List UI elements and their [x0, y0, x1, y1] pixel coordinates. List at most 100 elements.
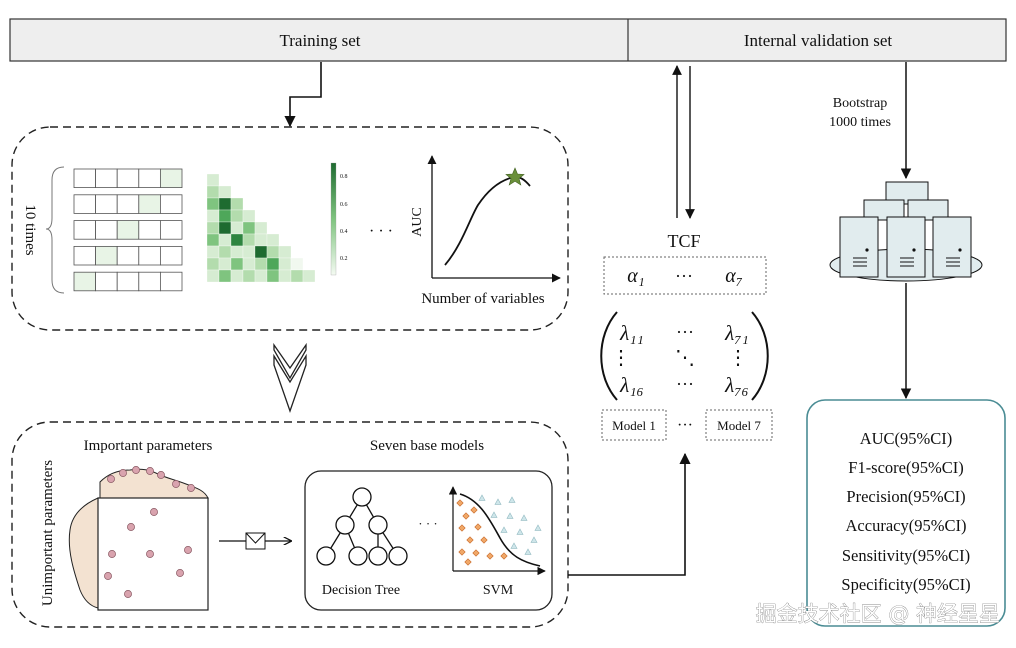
svm-point-class-a — [464, 558, 472, 566]
ellipsis: · · · — [418, 516, 438, 531]
heatmap-cell — [206, 173, 220, 187]
heatmap-cell — [242, 233, 256, 247]
metric-sensitivity: Sensitivity(95%CI) — [842, 546, 970, 565]
svm-point-class-a — [474, 523, 482, 531]
svm-point-class-a — [472, 549, 480, 557]
server-led — [865, 248, 869, 252]
heatmap-cell — [218, 221, 232, 235]
metric-auc: AUC(95%CI) — [860, 429, 953, 448]
auc-curve-plot: AUC Number of variables — [410, 155, 561, 307]
decision-tree-icon — [316, 487, 408, 566]
fold-cell — [116, 271, 140, 292]
alpha-first: α₁ — [627, 265, 644, 287]
heatmap-cell — [206, 209, 220, 223]
server-led — [958, 248, 962, 252]
feature-selection-panel: 10 times 0.8 0.6 0.4 0.2 · · · AUC Numbe… — [11, 126, 569, 331]
bootstrap-line2: 1000 times — [829, 115, 891, 130]
svm-point-class-b — [524, 548, 532, 555]
heatmap-cell — [242, 221, 256, 235]
lambda-71: λ₇₁ — [724, 321, 749, 345]
hollow-down-arrow — [273, 342, 307, 413]
parameter-dots — [104, 466, 195, 598]
heatmap-cell — [230, 233, 244, 247]
heatmap-cell — [206, 269, 220, 283]
fold-cell — [95, 245, 118, 266]
svm-point-class-a — [500, 552, 508, 560]
heatmap-cell — [230, 209, 244, 223]
parameter-dot — [124, 590, 132, 598]
matrix-dots: ⋱ — [675, 347, 695, 369]
heatmap-cell — [266, 257, 280, 271]
important-params-label: Important parameters — [84, 438, 213, 454]
top-density — [99, 468, 209, 499]
svm-point-class-b — [500, 526, 508, 533]
fold-cell — [116, 194, 140, 214]
svm-point-class-b — [494, 498, 502, 505]
server-icon — [932, 216, 972, 278]
server-cluster-icon — [829, 181, 983, 282]
svm-boundary — [459, 493, 541, 567]
correlation-heatmap — [206, 173, 316, 283]
decision-tree-label: Decision Tree — [322, 583, 400, 598]
heatmap-cell — [242, 269, 256, 283]
bootstrap-column: Bootstrap 1000 times — [824, 62, 983, 400]
alpha-box — [603, 256, 767, 295]
heatmap-cell — [218, 185, 232, 199]
fold-cell — [159, 168, 183, 189]
fold-cell — [138, 220, 161, 240]
model-ellipsis: ··· — [677, 417, 693, 434]
heatmap-cell — [254, 257, 268, 271]
metrics-box: AUC(95%CI) F1-score(95%CI) Precision(95%… — [806, 399, 1006, 627]
heatmap-cell — [230, 257, 244, 271]
fold-cell — [95, 220, 118, 240]
matrix-dots: ··· — [676, 374, 694, 394]
server-icon — [839, 216, 879, 278]
heatmap-cell — [218, 245, 232, 259]
matrix-dots: ⋮ — [728, 347, 748, 369]
fold-cell — [159, 194, 183, 214]
arrow-training-to-panel — [284, 62, 322, 128]
fold-cell — [73, 220, 97, 240]
fold-cell — [159, 271, 183, 292]
svm-point-class-a — [456, 499, 464, 507]
parameter-dot — [187, 484, 195, 492]
heatmap-cell — [218, 197, 232, 211]
cv-fold-grid — [73, 168, 183, 292]
model-7-box — [705, 409, 773, 441]
heatmap-cell — [242, 209, 256, 223]
svm-point-class-b — [478, 494, 486, 501]
validation-set-label: Internal validation set — [744, 31, 893, 50]
fold-cell — [138, 168, 161, 189]
tcf-block: TCF α₁ ··· α₇ λ₁₁ ··· λ₇₁ ⋮ ⋱ ⋮ λ₁₆ ··· … — [600, 231, 773, 441]
heatmap-cell — [242, 257, 256, 271]
heatmap-cell — [254, 221, 268, 235]
tcf-label: TCF — [667, 231, 700, 251]
parameter-dot — [146, 550, 154, 558]
header-bar: Training set Internal validation set — [9, 18, 1007, 62]
heatmap-cell — [230, 245, 244, 259]
repeat-brace — [45, 166, 65, 294]
parameter-dot — [104, 572, 112, 580]
svm-point-class-a — [462, 512, 470, 520]
parameter-dot — [184, 546, 192, 554]
models-title: Seven base models — [370, 438, 484, 454]
model-1-label: Model 1 — [612, 418, 656, 433]
matrix-right-paren — [751, 311, 769, 401]
fold-cell — [116, 245, 140, 266]
x-axis-label: Number of variables — [421, 291, 544, 307]
matrix-dots: ⋮ — [611, 347, 631, 369]
fold-cell — [95, 194, 118, 214]
fold-cell — [159, 245, 183, 266]
heatmap-cell — [290, 257, 304, 271]
heatmap-cell — [206, 257, 220, 271]
svm-point-class-a — [480, 536, 488, 544]
colorbar-tick: 0.8 — [340, 174, 348, 180]
models-box — [304, 470, 553, 611]
svm-point-class-b — [530, 536, 538, 543]
heatmap-cell — [266, 269, 280, 283]
fold-cell — [73, 271, 97, 292]
heatmap-cell — [206, 197, 220, 211]
heatmap-cell — [266, 233, 280, 247]
fold-cell — [95, 271, 118, 292]
lambda-11: λ₁₁ — [619, 321, 644, 345]
